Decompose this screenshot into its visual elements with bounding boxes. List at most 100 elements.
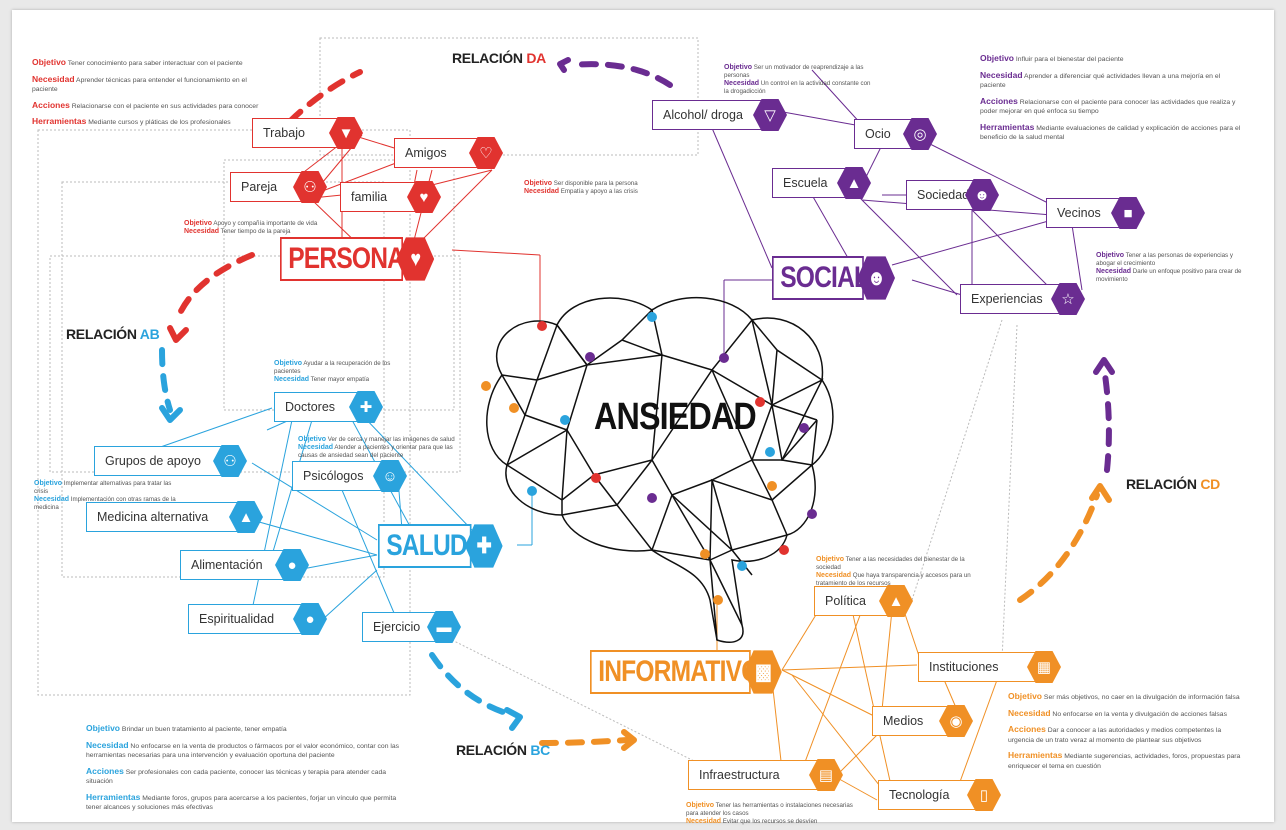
social-alcohol-note: Objetivo Ser un motivador de reaprendiza… [724, 64, 871, 95]
node-espiritualidad[interactable]: Espiritualidad ● [188, 603, 327, 635]
informativo-necesidad-text: No enfocarse en la venta y divulgación d… [1052, 710, 1227, 718]
personal-necesidad-text: Aprender técnicas para entender el funci… [32, 76, 247, 94]
social-acciones-text: Relacionarse con el paciente para conoce… [980, 98, 1236, 116]
node-politica[interactable]: Política ▲ [814, 585, 913, 617]
salud-herramientas-key: Herramientas [86, 791, 141, 802]
node-escuela[interactable]: Escuela ▲ [772, 167, 871, 199]
globe-icon: ◉ [939, 705, 973, 737]
node-grupos-de-apoyo[interactable]: Grupos de apoyo ⚇ [94, 445, 247, 477]
salud-doctores-note: Objetivo Ayudar a la recuperación de los… [274, 360, 391, 383]
node-instituciones[interactable]: Instituciones ▦ [918, 651, 1061, 683]
node-medicina-alternativa[interactable]: Medicina alternativa ▲ [86, 501, 263, 533]
informativo-objetivo-text: Ser más objetivos, no caer en la divulga… [1043, 694, 1240, 701]
node-sociedad-label: Sociedad [917, 188, 970, 202]
informativo-herramientas-key: Herramientas [1008, 750, 1063, 760]
salud-herramientas-text: Mediante foros, grupos para acercarse a … [86, 794, 397, 812]
phone-icon: ▯ [967, 779, 1001, 811]
category-personal[interactable]: PERSONAL ♥ [280, 237, 435, 281]
relation-da-label: RELACIÓN DA [452, 50, 546, 66]
connector-lines [37, 37, 1115, 801]
social-herramientas-key: Herramientas [980, 121, 1035, 132]
node-psicologos-label: Psicólogos [303, 469, 364, 483]
personal-objetivo-key: Objetivo [32, 57, 67, 67]
node-tecnologia[interactable]: Tecnología ▯ [878, 779, 1001, 811]
node-experiencias-label: Experiencias [971, 292, 1043, 306]
category-salud[interactable]: SALUD ✚ [378, 524, 503, 568]
salud-acciones-key: Acciones [86, 765, 124, 776]
social-necesidad-text: Aprender a diferenciar qué actividades l… [980, 72, 1221, 90]
node-medios[interactable]: Medios ◉ [872, 705, 973, 737]
node-alimentacion-label: Alimentación [191, 558, 263, 572]
cocktail-icon: ▽ [753, 99, 787, 131]
node-psicologos[interactable]: Psicólogos ☺ [292, 460, 407, 492]
personal-necesidad-key: Necesidad [32, 73, 75, 84]
informativo-acciones-key: Acciones [1008, 724, 1046, 734]
node-medicina-label: Medicina alternativa [97, 510, 209, 524]
node-ejercicio-label: Ejercicio [373, 620, 421, 634]
chat-icon: ▩ [744, 650, 782, 694]
informativo-infra-note: Objetivo Tener las herramientas o instal… [686, 802, 853, 825]
node-pareja-label: Pareja [241, 180, 278, 194]
salud-psicologos-note: Objetivo Ver de cerca y manejar las imág… [298, 436, 455, 459]
category-salud-label: SALUD [386, 529, 467, 562]
node-sociedad[interactable]: Sociedad ☻ [906, 179, 999, 211]
category-informativo[interactable]: INFORMATIVO ▩ [590, 650, 782, 694]
salud-objetivo-key: Objetivo [86, 723, 121, 733]
node-pareja[interactable]: Pareja ⚇ [230, 171, 327, 203]
node-infraestructura-label: Infraestructura [699, 768, 780, 782]
personal-pareja-note: Objetivo Apoyo y compañía importante de … [184, 220, 318, 235]
personal-info-block: Objetivo Tener conocimiento para saber i… [32, 57, 262, 134]
node-escuela-label: Escuela [783, 176, 828, 190]
node-instituciones-label: Instituciones [929, 660, 999, 674]
node-ejercicio[interactable]: Ejercicio ▬ [362, 611, 461, 643]
relation-bc-label: RELACIÓN BC [456, 742, 550, 758]
node-experiencias[interactable]: Experiencias ☆ [960, 283, 1085, 315]
node-ocio[interactable]: Ocio ◎ [854, 118, 937, 150]
node-medios-label: Medios [883, 714, 924, 728]
personal-herramientas-key: Herramientas [32, 116, 87, 126]
target-icon: ◎ [903, 118, 937, 150]
salud-objetivo-text: Brindar un buen tratamiento al paciente,… [121, 726, 287, 733]
social-acciones-key: Acciones [980, 95, 1018, 106]
informativo-necesidad-key: Necesidad [1008, 707, 1051, 718]
node-amigos[interactable]: Amigos ♡ [394, 137, 503, 169]
node-familia-label: familia [351, 190, 388, 204]
social-objetivo-text: Influir para el bienestar del paciente [1015, 56, 1124, 63]
central-title: ANSIEDAD [594, 396, 757, 438]
personal-acciones-key: Acciones [32, 99, 70, 110]
brain-illustration [486, 297, 834, 643]
node-trabajo[interactable]: Trabajo ▼ [252, 117, 363, 149]
node-amigos-label: Amigos [405, 146, 447, 160]
node-alimentacion[interactable]: Alimentación ● [180, 549, 309, 581]
node-vecinos[interactable]: Vecinos ■ [1046, 197, 1145, 229]
graduation-cap-icon: ▲ [837, 167, 871, 199]
personal-objetivo-text: Tener conocimiento para saber interactua… [67, 60, 243, 67]
node-tecnologia-label: Tecnología [889, 788, 950, 802]
mind-map-sheet: ANSIEDAD Objetivo Tener conocimiento par… [12, 10, 1274, 825]
social-info-block: Objetivo Influir para el bienestar del p… [980, 53, 1242, 149]
node-doctores[interactable]: Doctores ✚ [274, 391, 383, 423]
node-politica-label: Política [825, 594, 866, 608]
brain-dots [481, 312, 817, 605]
salud-medicina-note: Objetivo Implementar alternativas para t… [34, 480, 176, 511]
people-icon: ☻ [965, 179, 999, 211]
podium-icon: ▲ [879, 585, 913, 617]
personal-acciones-text: Relacionarse con el paciente en sus acti… [71, 102, 259, 110]
informativo-objetivo-key: Objetivo [1008, 691, 1043, 701]
node-alcohol-droga[interactable]: Alcohol/ droga ▽ [652, 99, 787, 131]
salud-necesidad-text: No enfocarse en la venta de productos o … [86, 742, 400, 760]
group-icon: ☻ [857, 256, 895, 300]
node-vecinos-label: Vecinos [1057, 206, 1101, 220]
category-social[interactable]: SOCIAL ☻ [772, 256, 895, 300]
social-objetivo-key: Objetivo [980, 53, 1015, 63]
node-grupos-label: Grupos de apoyo [105, 454, 201, 468]
category-social-label: SOCIAL [780, 261, 869, 294]
node-familia[interactable]: familia ♥ [340, 181, 441, 213]
chart-icon: ▤ [809, 759, 843, 791]
relation-ab-label: RELACIÓN AB [66, 326, 160, 342]
informativo-herramientas-text: Mediante sugerencias, actividades, foros… [1008, 753, 1241, 770]
informativo-politica-note: Objetivo Tener a las necesidades del bie… [816, 556, 971, 587]
node-infraestructura[interactable]: Infraestructura ▤ [688, 759, 843, 791]
node-doctores-label: Doctores [285, 400, 336, 414]
informativo-acciones-text: Dar a conocer a las autoridades y medios… [1008, 727, 1222, 744]
